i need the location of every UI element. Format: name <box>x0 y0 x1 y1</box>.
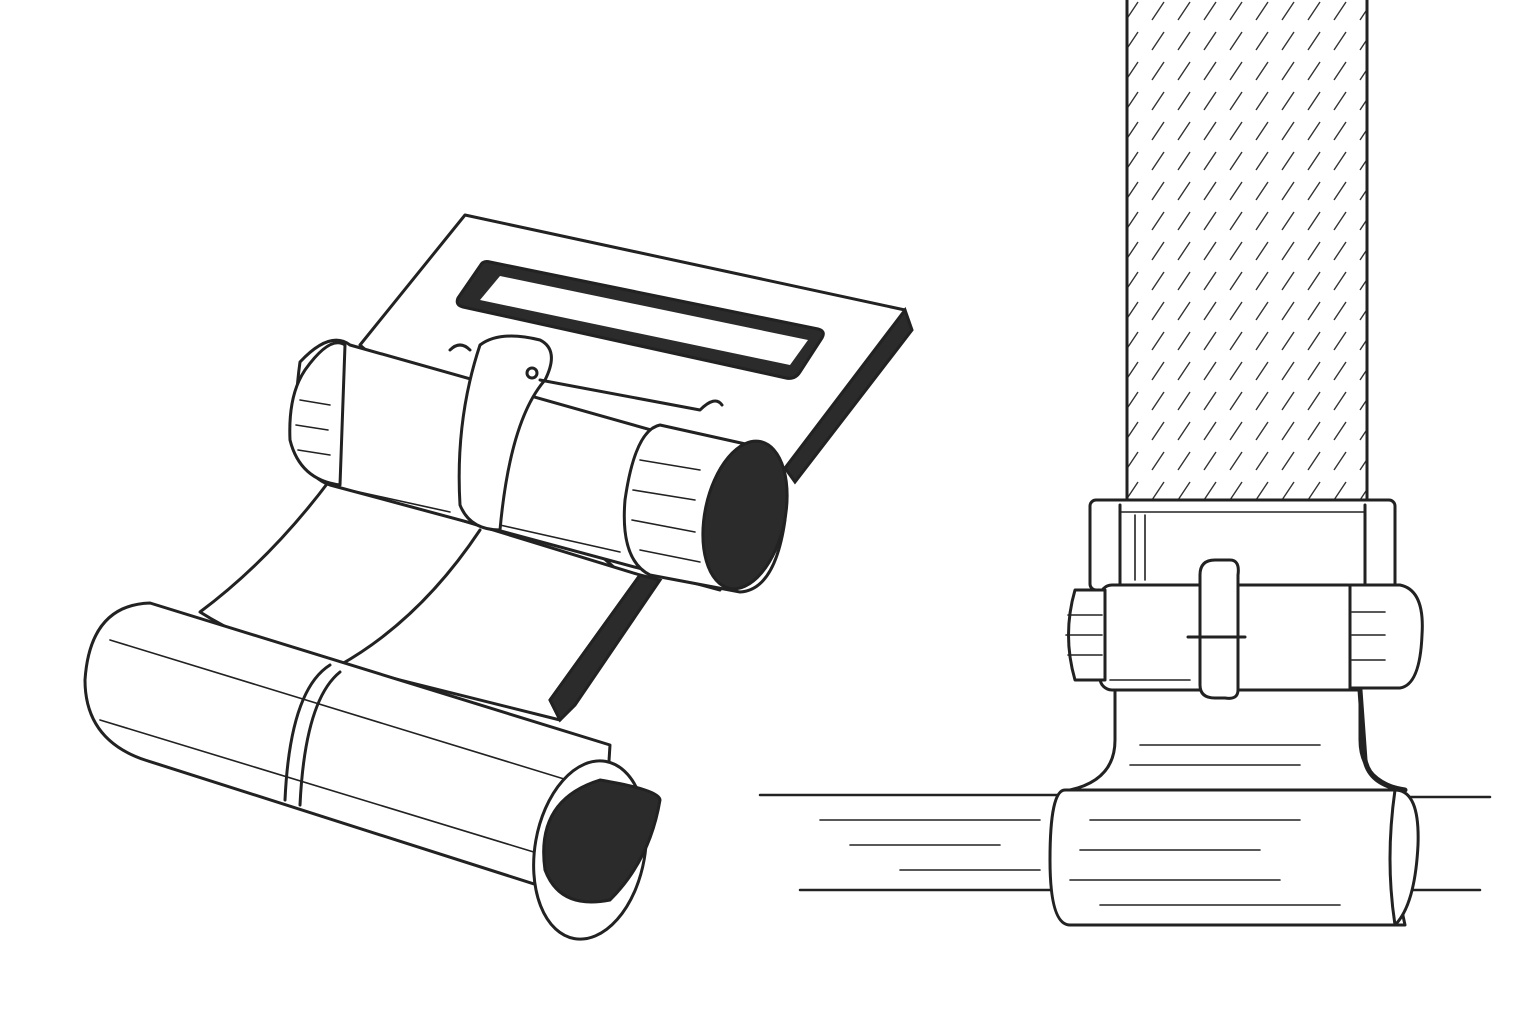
mounting-plate <box>358 213 914 592</box>
roller-assembly <box>288 334 789 594</box>
side-view-device <box>758 0 1492 927</box>
neck <box>1068 688 1407 792</box>
tube-clamp <box>83 601 662 941</box>
perspective-device <box>83 213 914 941</box>
side-roller <box>1065 558 1424 700</box>
fabric-strap <box>198 478 663 723</box>
pipe <box>758 793 1492 892</box>
strap <box>1125 0 1369 502</box>
